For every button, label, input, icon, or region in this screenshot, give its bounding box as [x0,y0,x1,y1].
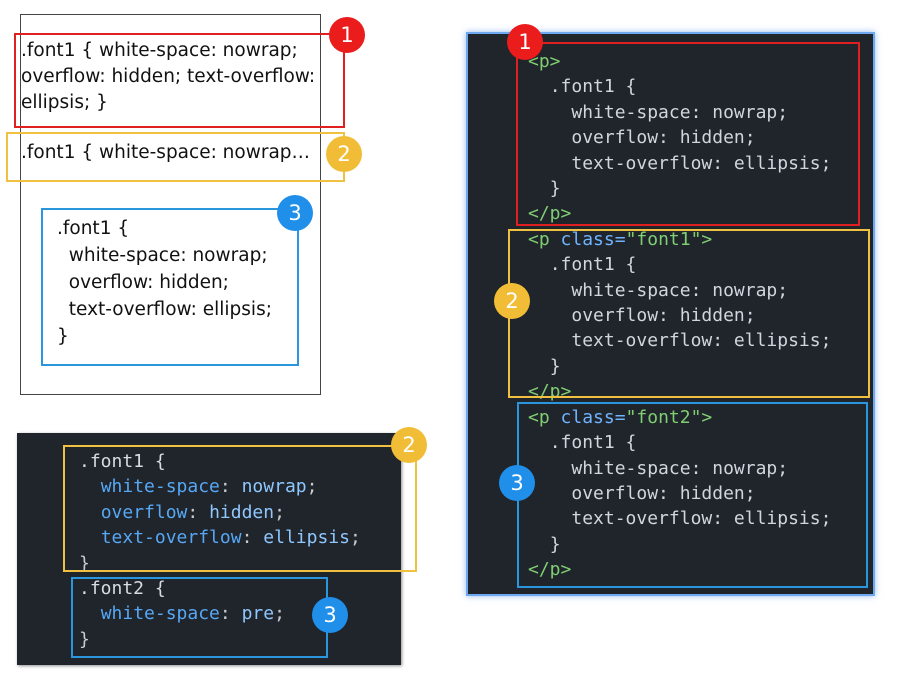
val: hidden [209,501,275,523]
html-code-block: <p> .font1 { white-space: nowrap; overfl… [528,49,831,583]
html-code-panel: <p> .font1 { white-space: nowrap; overfl… [466,32,875,596]
prop: overflow [100,501,188,523]
html-highlight-3 [517,402,868,588]
val: pre [241,603,275,625]
inner-line: overflow: hidden; [571,482,756,504]
class-value: "font1" [625,228,702,250]
val: ellipsis [263,527,350,549]
inner-line: white-space: nowrap; [571,457,789,479]
highlight-box-1 [14,33,345,128]
val: nowrap [241,476,307,498]
font1-selector: .font1 { [79,451,166,472]
inner-selector: .font1 { [549,76,637,98]
css-code-block: .font1 { white-space: nowrap; overflow: … [79,451,361,650]
inner-line: overflow: hidden; [571,305,756,327]
prop: text-overflow [100,527,242,549]
p-close-tag: </p> [528,203,572,225]
css-highlight-font2 [71,577,328,658]
badge-2: 2 [326,136,362,172]
inner-line: text-overflow: ellipsis; [571,330,832,352]
html-badge-3: 3 [499,465,535,501]
inner-line: white-space: nowrap; [571,101,789,123]
p-open-tag: <p [528,228,550,250]
brace: } [79,628,90,650]
class-attr: class= [560,406,626,428]
render-preview: .font1 { white-space: nowrap; overflow: … [20,14,321,395]
inner-line: text-overflow: ellipsis; [571,508,832,530]
class-value: "font2" [625,406,702,428]
inner-brace: } [549,355,561,377]
inner-line: white-space: nowrap; [571,279,789,301]
badge-1: 1 [329,17,365,53]
inner-line: overflow: hidden; [571,127,756,149]
highlight-box-2 [6,132,345,182]
html-badge-1: 1 [507,24,543,60]
p-open-tag: <p [528,406,550,428]
tag-end: > [701,228,713,250]
badge-3: 3 [277,195,313,231]
highlight-box-3 [41,208,299,366]
tag-end: > [701,406,713,428]
class-attr: class= [560,228,626,250]
p-close-tag: </p> [528,559,572,581]
inner-brace: } [549,178,561,200]
css-badge-3: 3 [312,597,348,633]
p-open-tag: <p> [528,51,561,72]
inner-line: text-overflow: ellipsis; [571,152,832,174]
prop: white-space [100,476,220,498]
html-badge-2: 2 [494,283,530,319]
paragraph-normal: .font1 { white-space: nowrap; overflow: … [21,40,316,113]
inner-brace: } [549,533,561,555]
brace: } [79,552,90,574]
css-badge-2: 2 [391,427,427,463]
inner-selector: .font1 { [549,254,637,276]
font2-selector: .font2 { [79,578,166,600]
html-highlight-2 [508,229,870,398]
prop: white-space [100,603,220,625]
inner-selector: .font1 { [549,432,637,454]
paragraph-font2-pre: .font1 { white-space: nowrap; overflow: … [57,218,272,347]
css-highlight-font1 [63,445,417,572]
html-highlight-1 [516,42,860,226]
